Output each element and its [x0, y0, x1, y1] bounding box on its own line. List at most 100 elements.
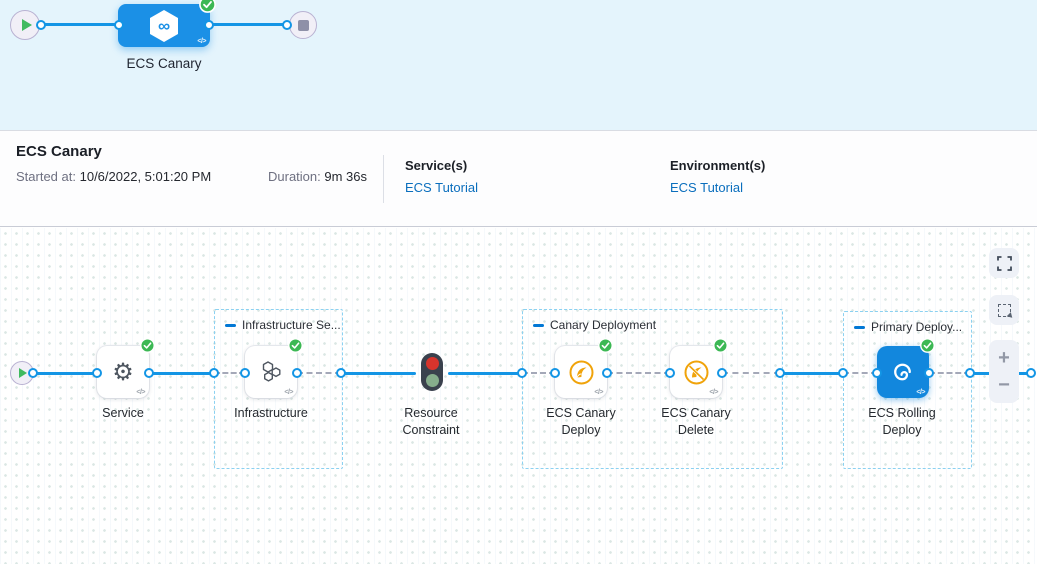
zoom-out-button[interactable]: −	[998, 374, 1010, 397]
connection-point	[924, 368, 934, 378]
duration-label: Duration:	[268, 169, 321, 184]
step-resource-constraint[interactable]	[421, 353, 443, 391]
connection-point	[717, 368, 727, 378]
connection-point	[204, 20, 214, 30]
canary-deploy-icon	[569, 360, 593, 384]
code-icon: </>	[284, 389, 293, 396]
connection-point	[282, 20, 292, 30]
dashed-connector	[607, 372, 670, 374]
started-at: Started at: 10/6/2022, 5:01:20 PM	[16, 169, 211, 184]
zoom-in-button[interactable]: +	[998, 346, 1010, 369]
started-at-label: Started at:	[16, 169, 76, 184]
service-gear-icon: ⚙	[112, 358, 134, 386]
code-icon: </>	[594, 389, 603, 396]
infrastructure-hexagons-icon	[262, 361, 281, 382]
svg-text:∞: ∞	[158, 16, 170, 35]
dashed-connector	[843, 372, 877, 374]
group-title[interactable]: Primary Deploy...	[871, 320, 963, 334]
step-label[interactable]: ECS Canary Deploy	[546, 406, 616, 437]
dashed-connector	[214, 372, 245, 374]
code-icon: </>	[709, 389, 718, 396]
step-ecs-canary-delete[interactable]: </>	[670, 338, 728, 398]
connection-point	[550, 368, 560, 378]
connection-point	[336, 368, 346, 378]
success-check-badge	[199, 0, 216, 13]
execution-graph-canvas[interactable]: Infrastructure Se... Canary Deployment P…	[0, 228, 1037, 564]
minimap-connector-line	[41, 23, 119, 26]
marquee-select-button[interactable]	[989, 295, 1019, 325]
stage-title: ECS Canary	[16, 143, 102, 160]
traffic-light-green	[425, 374, 439, 387]
duration: Duration: 9m 36s	[268, 169, 367, 184]
connector-line	[341, 372, 416, 375]
connection-point	[114, 20, 124, 30]
services-label: Service(s)	[405, 158, 468, 173]
minimap-stage-label[interactable]: ECS Canary	[126, 56, 202, 71]
connection-point	[665, 368, 675, 378]
minimap-connector-line	[209, 23, 287, 26]
environments-link[interactable]: ECS Tutorial	[670, 180, 743, 195]
play-icon	[21, 19, 32, 31]
step-label[interactable]: Infrastructure	[234, 406, 308, 420]
step-infrastructure[interactable]: </>	[245, 338, 303, 398]
dashed-connector	[929, 372, 970, 374]
connection-point	[209, 368, 219, 378]
connector-line	[33, 372, 97, 375]
group-title[interactable]: Infrastructure Se...	[242, 318, 341, 332]
dashed-connector	[297, 372, 341, 374]
dashed-connector	[722, 372, 780, 374]
code-icon: </>	[197, 38, 206, 45]
fullscreen-icon	[996, 255, 1012, 271]
code-icon: </>	[136, 389, 145, 396]
services-link[interactable]: ECS Tutorial	[405, 180, 478, 195]
success-check-badge	[288, 338, 303, 353]
stop-icon	[297, 19, 309, 31]
step-ecs-canary-deploy[interactable]: </>	[555, 338, 613, 398]
environments-label: Environment(s)	[670, 158, 766, 173]
group-title[interactable]: Canary Deployment	[550, 318, 657, 332]
fullscreen-button[interactable]	[989, 248, 1019, 278]
connection-point	[1026, 368, 1036, 378]
connection-point	[240, 368, 250, 378]
play-icon	[19, 368, 27, 378]
connection-point	[517, 368, 527, 378]
collapse-group-icon[interactable]	[225, 323, 236, 327]
step-label[interactable]: Service	[102, 406, 144, 420]
started-at-value: 10/6/2022, 5:01:20 PM	[79, 169, 212, 184]
duration-value: 9m 36s	[324, 169, 368, 184]
stage-minimap: ∞ </> ECS Canary	[0, 0, 1037, 130]
connection-point	[838, 368, 848, 378]
minimap-stage-node-ecs-canary[interactable]: ∞ </>	[118, 0, 216, 47]
canary-delete-icon	[684, 360, 708, 384]
group-primary-deployment[interactable]: Primary Deploy...	[843, 311, 972, 469]
connector-line	[780, 372, 843, 375]
minimap-start-node[interactable]	[10, 10, 40, 40]
connection-point	[28, 368, 38, 378]
services-block: Service(s) ECS Tutorial	[405, 158, 478, 195]
group-infrastructure[interactable]: Infrastructure Se...	[214, 309, 343, 469]
connection-point	[144, 368, 154, 378]
dashed-connector	[522, 372, 555, 374]
connection-point	[36, 20, 46, 30]
zoom-controls: + −	[989, 340, 1019, 403]
step-label[interactable]: Resource Constraint	[402, 406, 460, 437]
connection-point	[965, 368, 975, 378]
environments-block: Environment(s) ECS Tutorial	[670, 158, 765, 195]
success-check-badge	[920, 338, 935, 353]
collapse-group-icon[interactable]	[533, 323, 544, 327]
step-label[interactable]: ECS Rolling Deploy	[868, 406, 936, 437]
connection-point	[602, 368, 612, 378]
connection-point	[872, 368, 882, 378]
step-label[interactable]: ECS Canary Delete	[661, 406, 731, 437]
connector-line	[448, 372, 522, 375]
success-check-badge	[140, 338, 155, 353]
group-canary-deployment[interactable]: Canary Deployment	[522, 309, 783, 469]
connection-point	[92, 368, 102, 378]
connector-line	[149, 372, 214, 375]
minimap-end-node[interactable]	[289, 11, 317, 39]
step-service[interactable]: ⚙ </>	[97, 338, 155, 398]
step-ecs-rolling-deploy[interactable]: </>	[877, 338, 935, 398]
divider	[383, 155, 384, 203]
code-icon: </>	[916, 389, 925, 396]
collapse-group-icon[interactable]	[854, 325, 865, 329]
